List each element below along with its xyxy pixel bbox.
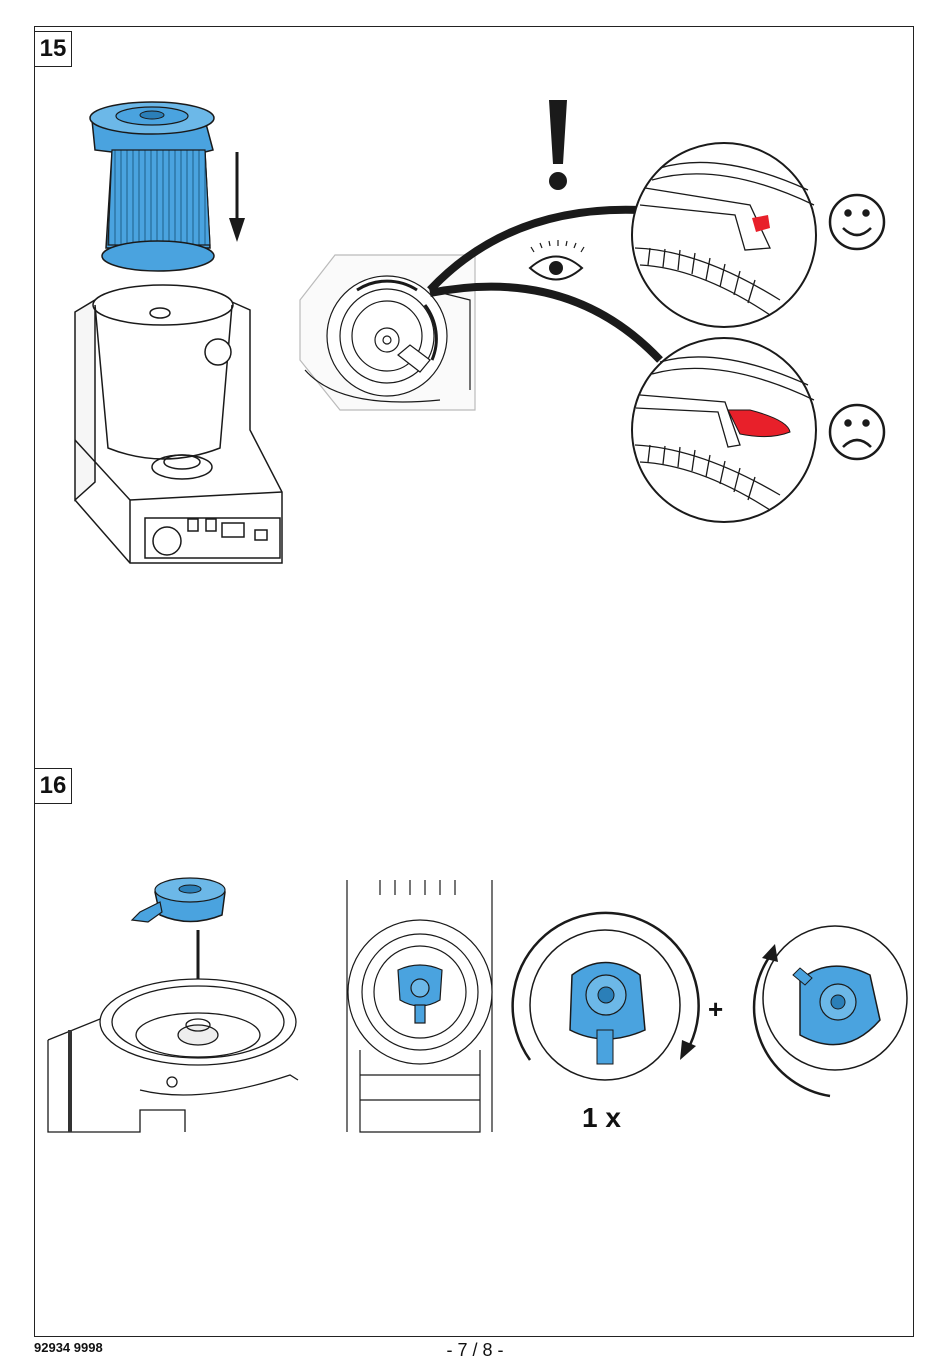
smiley-sad-icon — [830, 405, 884, 459]
fan-top-view — [347, 880, 492, 1132]
plus-sign: + — [708, 994, 723, 1025]
rotate-clockwise-view — [754, 926, 907, 1096]
exclamation-icon — [549, 100, 567, 190]
zoom-detail-incorrect — [632, 338, 816, 522]
vacuum-base-unit — [75, 285, 282, 563]
fan-cover-part — [132, 878, 225, 922]
motor-housing-view — [48, 979, 298, 1132]
smiley-happy-icon — [830, 195, 884, 249]
filter-cartridge — [90, 102, 214, 271]
arrow-down-icon — [229, 152, 245, 242]
zoom-detail-correct — [632, 143, 816, 327]
filter-interior-view — [300, 255, 475, 410]
eye-icon — [530, 240, 584, 280]
repeat-count-label: 1 x — [582, 1102, 621, 1134]
rotate-counterclockwise-view — [513, 913, 699, 1080]
page-number: - 7 / 8 - — [0, 1340, 950, 1361]
